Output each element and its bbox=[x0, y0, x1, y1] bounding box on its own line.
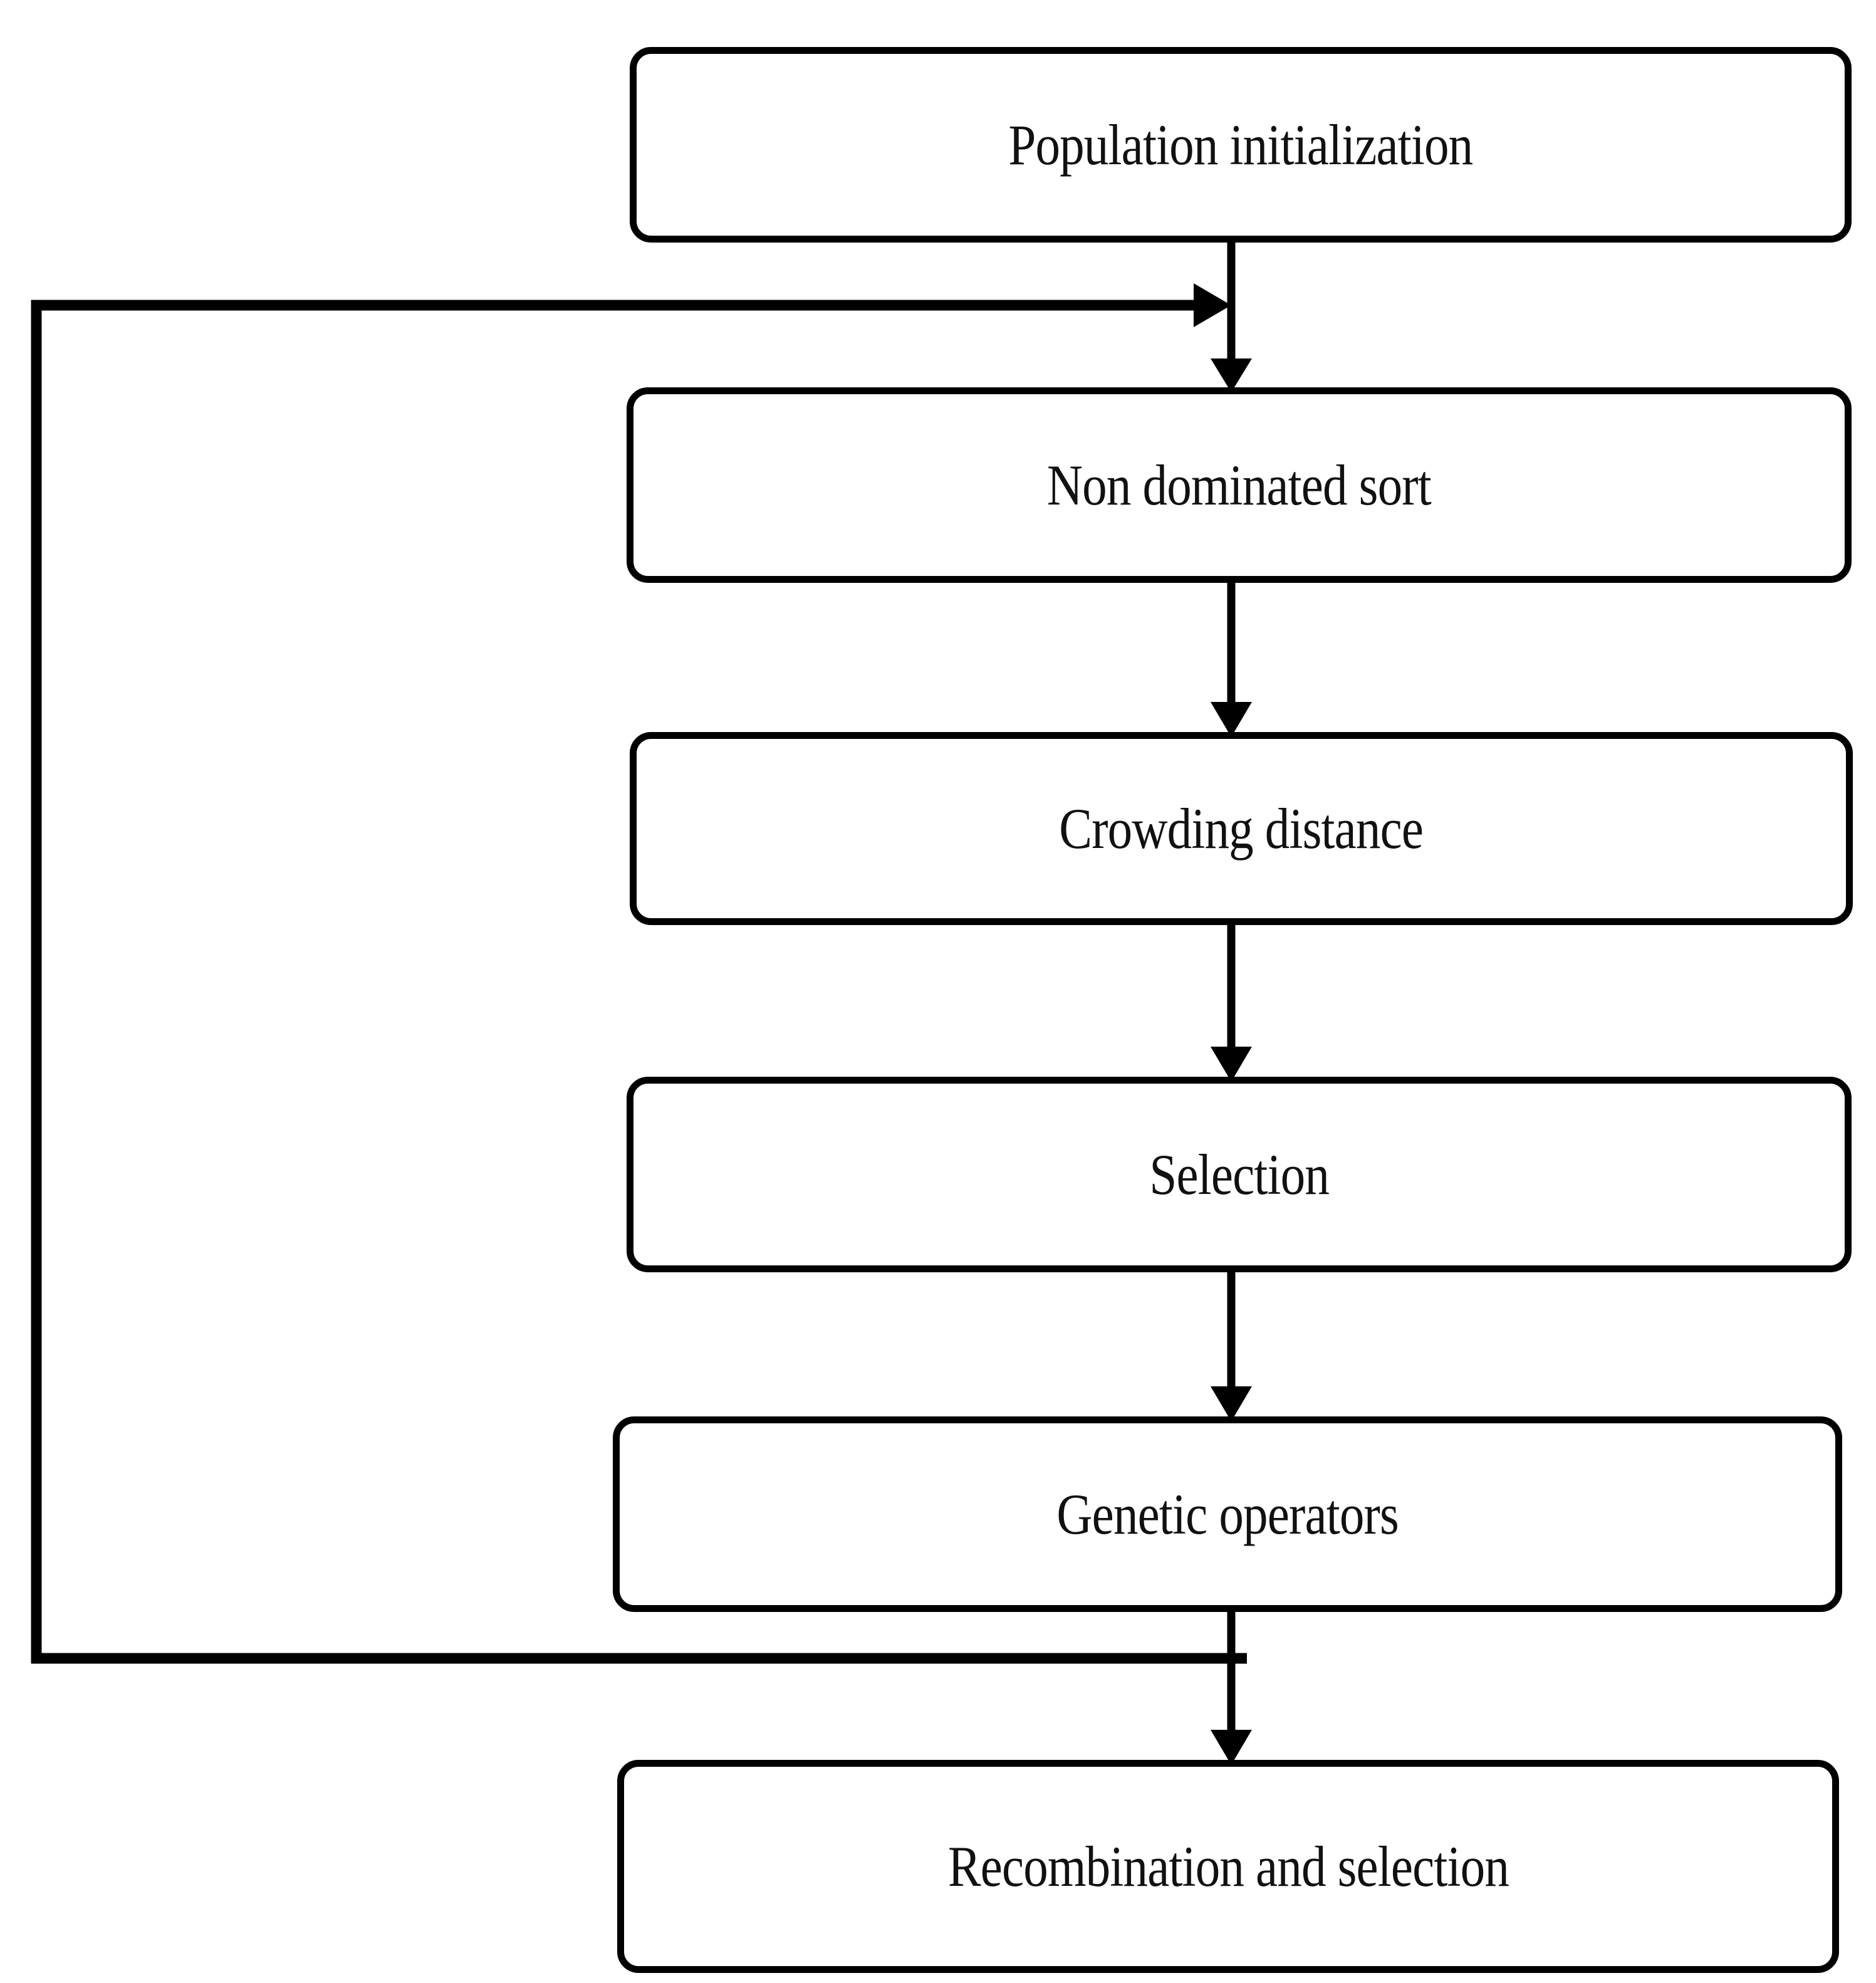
node-population-initialization[interactable]: Population initialization bbox=[630, 47, 1852, 243]
node-genetic-operators[interactable]: Genetic operators bbox=[613, 1416, 1842, 1612]
node-label-selection: Selection bbox=[1149, 1142, 1330, 1206]
node-label-non-dominated-sort: Non dominated sort bbox=[1046, 453, 1432, 517]
edge-operators-to-recombination bbox=[1211, 1612, 1252, 1765]
edge-selection-to-operators bbox=[1211, 1272, 1252, 1421]
edge-sort-to-crowding bbox=[1211, 583, 1252, 737]
node-selection[interactable]: Selection bbox=[627, 1077, 1852, 1272]
node-label-genetic-operators: Genetic operators bbox=[1056, 1482, 1399, 1546]
node-crowding-distance[interactable]: Crowding distance bbox=[630, 732, 1853, 925]
node-non-dominated-sort[interactable]: Non dominated sort bbox=[627, 387, 1852, 583]
node-label-recombination-and-selection: Recombination and selection bbox=[947, 1834, 1509, 1898]
node-recombination-and-selection[interactable]: Recombination and selection bbox=[617, 1760, 1839, 1973]
node-label-crowding-distance: Crowding distance bbox=[1059, 796, 1424, 861]
edge-crowding-to-selection bbox=[1211, 925, 1252, 1082]
node-label-population-initialization: Population initialization bbox=[1008, 112, 1473, 177]
edge-feedback-loop bbox=[31, 283, 1247, 1664]
edge-init-to-sort bbox=[1211, 243, 1252, 392]
